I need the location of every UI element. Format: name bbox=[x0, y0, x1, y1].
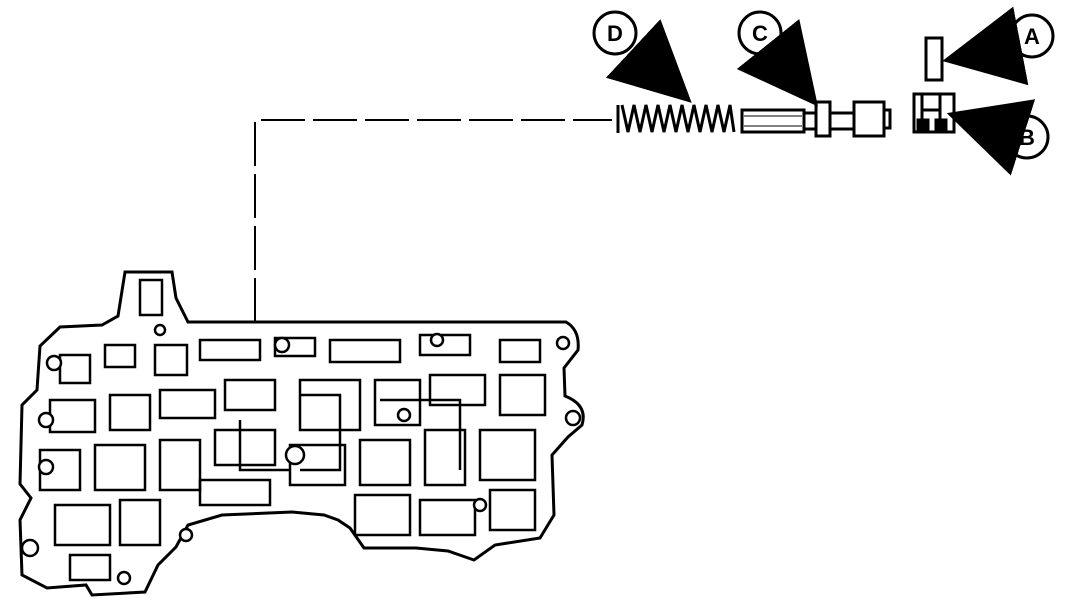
callout-a: A bbox=[942, 6, 1055, 86]
assembly-leader-line bbox=[254, 119, 612, 322]
callout-c: C bbox=[736, 10, 818, 107]
spring-part bbox=[616, 104, 736, 133]
valve-body bbox=[18, 270, 585, 597]
callout-d: D bbox=[592, 10, 692, 103]
valve-body-passages bbox=[38, 278, 547, 582]
plug-part bbox=[912, 92, 956, 134]
retainer-part bbox=[924, 36, 944, 82]
callout-b-label: B bbox=[1019, 125, 1035, 150]
callout-d-label: D bbox=[607, 21, 623, 46]
callout-c-label: C bbox=[752, 21, 768, 46]
callout-a-label: A bbox=[1024, 24, 1040, 49]
callout-b: B bbox=[946, 99, 1050, 176]
valve-body-holes bbox=[20, 323, 582, 586]
valve-part bbox=[740, 100, 892, 138]
